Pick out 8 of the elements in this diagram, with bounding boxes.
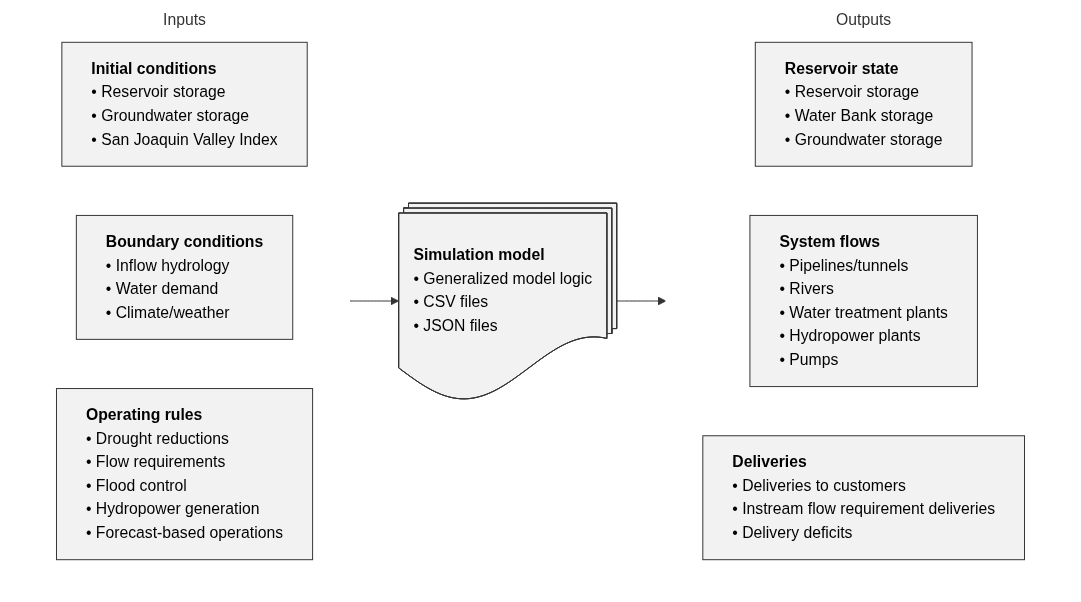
node-box: Reservoir state • Reservoir storage • Water Bank storage • Groundwater storage [754, 41, 973, 167]
node-box: Deliveries • Deliveries to customers • Instream flow requirement deliveries • Delivery deficits [702, 435, 1025, 561]
node-box: Operating rules • Drought reductions • Flow requirements • Flood control • Hydropower generation • Forecast-based operations [56, 388, 314, 561]
node-box: Initial conditions • Reservoir storage • Groundwater storage • San Joaquin Valley Index [61, 41, 308, 167]
node-text: Inputs [163, 10, 206, 28]
node-box: System flows • Pipelines/tunnels • Rivers • Water treatment plants • Hydropower plants • Pumps [749, 214, 978, 388]
node-box: Boundary conditions • Inflow hydrology • Water demand • Climate/weather [75, 214, 294, 340]
node-text: Outputs [836, 10, 892, 28]
